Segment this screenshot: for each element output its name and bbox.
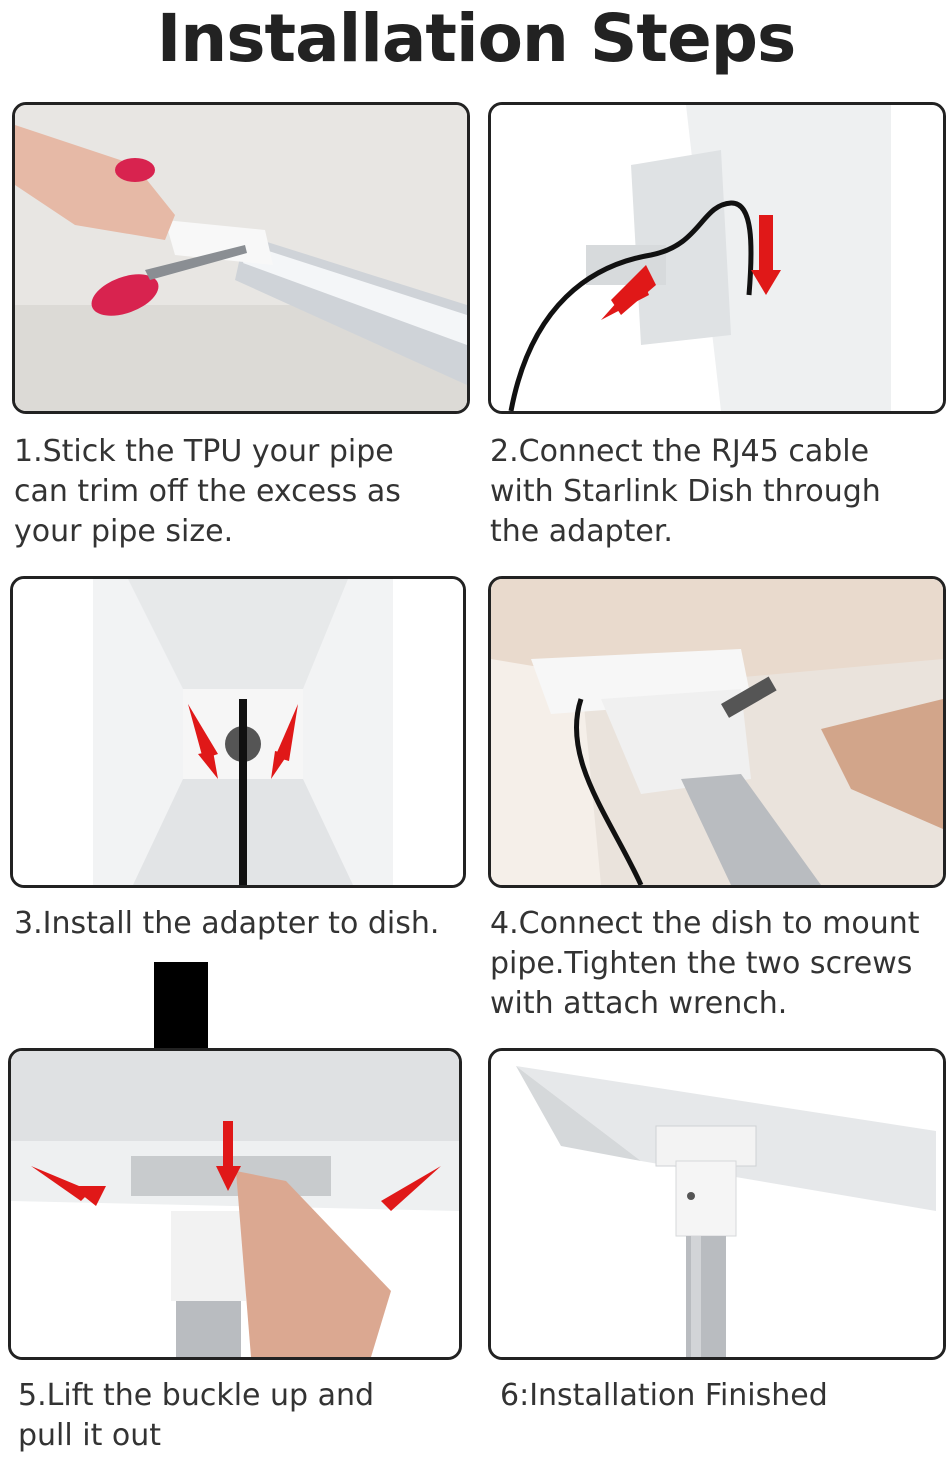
step-1-caption: 1.Stick the TPU your pipe can trim off t… bbox=[14, 434, 401, 549]
step-4-caption: 4.Connect the dish to mount pipe.Tighten… bbox=[490, 906, 920, 1021]
step-5-caption: 5.Lift the buckle up and pull it out bbox=[18, 1378, 375, 1453]
page-title: Installation Steps bbox=[156, 0, 797, 77]
step-3-caption: 3.Install the adapter to dish. bbox=[14, 906, 440, 941]
black-bar bbox=[154, 962, 208, 1050]
step-2-caption: 2.Connect the RJ45 cable with Starlink D… bbox=[490, 434, 881, 549]
step-1-image bbox=[12, 102, 470, 414]
step-3-image bbox=[10, 576, 466, 888]
step-2-image bbox=[488, 102, 946, 414]
step-6-caption: 6:Installation Finished bbox=[500, 1378, 828, 1413]
step-6-image bbox=[488, 1048, 946, 1360]
step-4-image bbox=[488, 576, 946, 888]
step-5-image bbox=[8, 1048, 462, 1360]
